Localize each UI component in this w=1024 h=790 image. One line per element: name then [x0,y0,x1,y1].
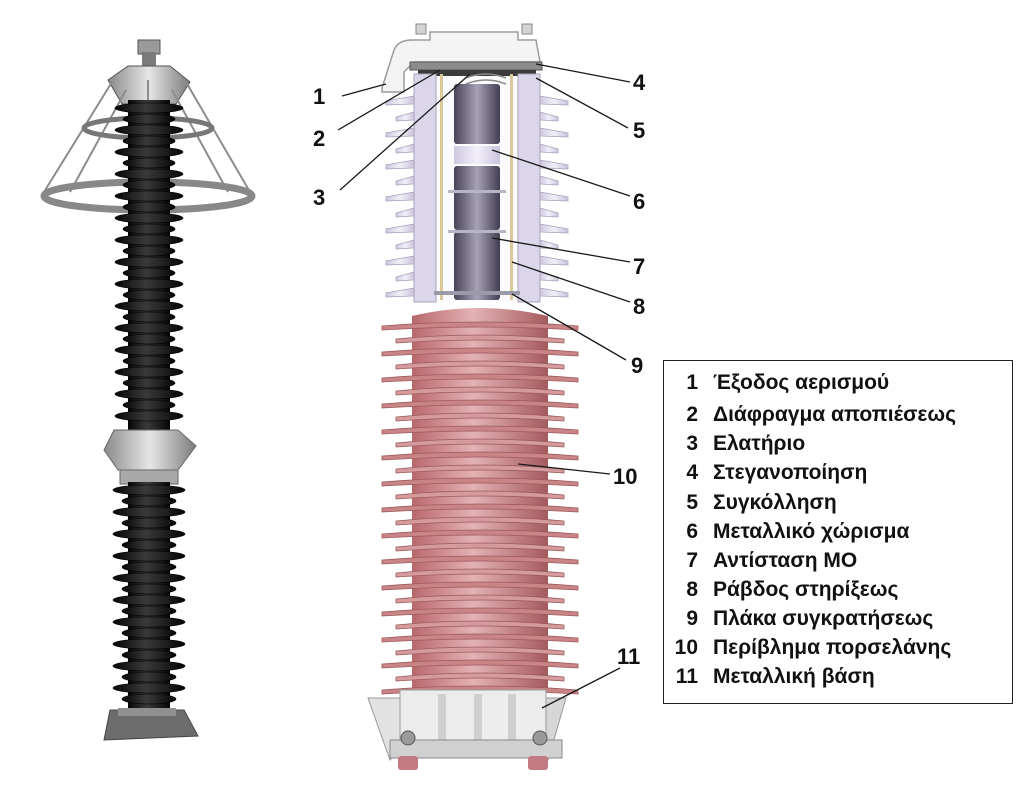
leader-1 [341,83,387,97]
upper-black-sheds [114,100,184,430]
callout-6: 6 [633,189,646,214]
mo-blocks [434,84,520,300]
callout-8: 8 [633,294,646,319]
upper-sheds-left [385,73,437,303]
callout-5: 5 [633,118,646,143]
leader-10 [517,463,611,475]
callout-7: 7 [633,254,646,279]
arrester-photo [40,39,256,741]
base-bracket [103,708,199,741]
leader-6 [491,149,631,197]
lower-black-sheds [112,482,186,708]
callout-11: 11 [617,644,641,669]
leader-7 [491,237,631,263]
leader-5 [535,77,629,129]
leader-8 [511,261,631,303]
callout-9: 9 [631,353,644,378]
leader-11 [541,667,621,709]
leader-lines [337,63,631,709]
callout-1: 1 [313,84,326,109]
middle-flange [103,429,197,485]
metal-base [367,689,567,770]
cutaway-diagram [367,23,579,770]
callout-4: 4 [633,70,646,95]
support-rods [440,74,513,300]
leader-3 [339,73,471,191]
upper-sheds-right [517,73,569,303]
top-cap [381,23,543,93]
porcelain-housing [381,308,579,695]
parts-legend: 1 Έξοδος αερισμού 2 Διάφραγμα αποπιέσεως… [663,360,1013,704]
callout-2: 2 [313,126,326,151]
callout-10: 10 [613,464,638,489]
leader-2 [337,69,441,131]
leader-9 [511,293,627,361]
spring [465,73,507,85]
callout-3: 3 [313,185,326,210]
leader-4 [535,63,631,83]
